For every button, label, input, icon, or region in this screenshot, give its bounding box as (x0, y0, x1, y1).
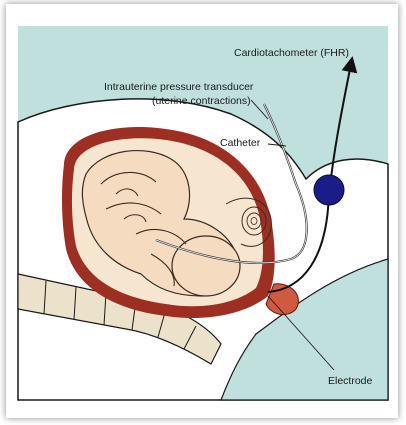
diagram-frame: Cardiotachometer (FHR) Intrauterine pres… (6, 4, 398, 418)
label-electrode: Electrode (328, 375, 373, 387)
fetus-head (172, 236, 240, 296)
disk-icon (314, 175, 344, 205)
fetal-monitoring-diagram: Cardiotachometer (FHR) Intrauterine pres… (6, 4, 398, 418)
label-catheter: Catheter (220, 137, 261, 149)
label-iupt-line2: (uterine contractions) (152, 95, 251, 107)
label-cardiotachometer: Cardiotachometer (FHR) (234, 47, 349, 59)
label-iupt-line1: Intrauterine pressure transducer (104, 81, 254, 93)
